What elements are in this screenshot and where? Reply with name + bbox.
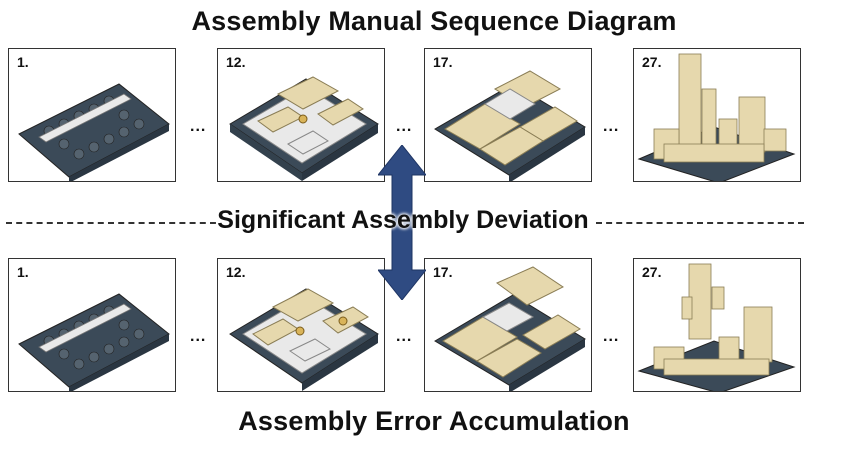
step-number: 17. — [433, 54, 453, 70]
manual-step-27-panel: 27. — [633, 48, 801, 182]
diagram-title: Assembly Manual Sequence Diagram — [191, 6, 677, 36]
ellipsis: ... — [603, 328, 620, 345]
error-step-17-panel: 17. — [424, 258, 592, 392]
manual-step-12-panel: 12. — [217, 48, 385, 182]
step-number: 27. — [642, 54, 662, 70]
lego-plate-illustration — [18, 83, 170, 181]
step-number: 12. — [226, 264, 246, 280]
deviation-label: Significant Assembly Deviation — [217, 206, 589, 234]
ellipsis: ... — [190, 328, 207, 345]
lego-build-illustration — [229, 76, 379, 181]
manual-step-17-panel: 17. — [424, 48, 592, 182]
error-step-12-panel: 12. — [217, 258, 385, 392]
error-step-27-panel: 27. — [633, 258, 801, 392]
lego-build-illustration — [434, 266, 586, 391]
step-number: 1. — [17, 264, 29, 280]
double-arrow-icon — [378, 145, 426, 300]
ellipsis: ... — [396, 118, 413, 135]
divider-line-left — [6, 222, 216, 224]
lego-city-illustration — [637, 53, 796, 181]
lego-build-illustration — [229, 288, 379, 391]
divider-line-right — [596, 222, 804, 224]
step-number: 17. — [433, 264, 453, 280]
step-number: 27. — [642, 264, 662, 280]
lego-city-illustration — [637, 263, 796, 391]
step-number: 1. — [17, 54, 29, 70]
lego-plate-illustration — [18, 293, 170, 391]
error-step-1-panel: 1. — [8, 258, 176, 392]
ellipsis: ... — [396, 328, 413, 345]
manual-step-1-panel: 1. — [8, 48, 176, 182]
ellipsis: ... — [603, 118, 620, 135]
lego-build-illustration — [434, 70, 586, 181]
ellipsis: ... — [190, 118, 207, 135]
step-number: 12. — [226, 54, 246, 70]
bottom-caption: Assembly Error Accumulation — [238, 406, 630, 436]
